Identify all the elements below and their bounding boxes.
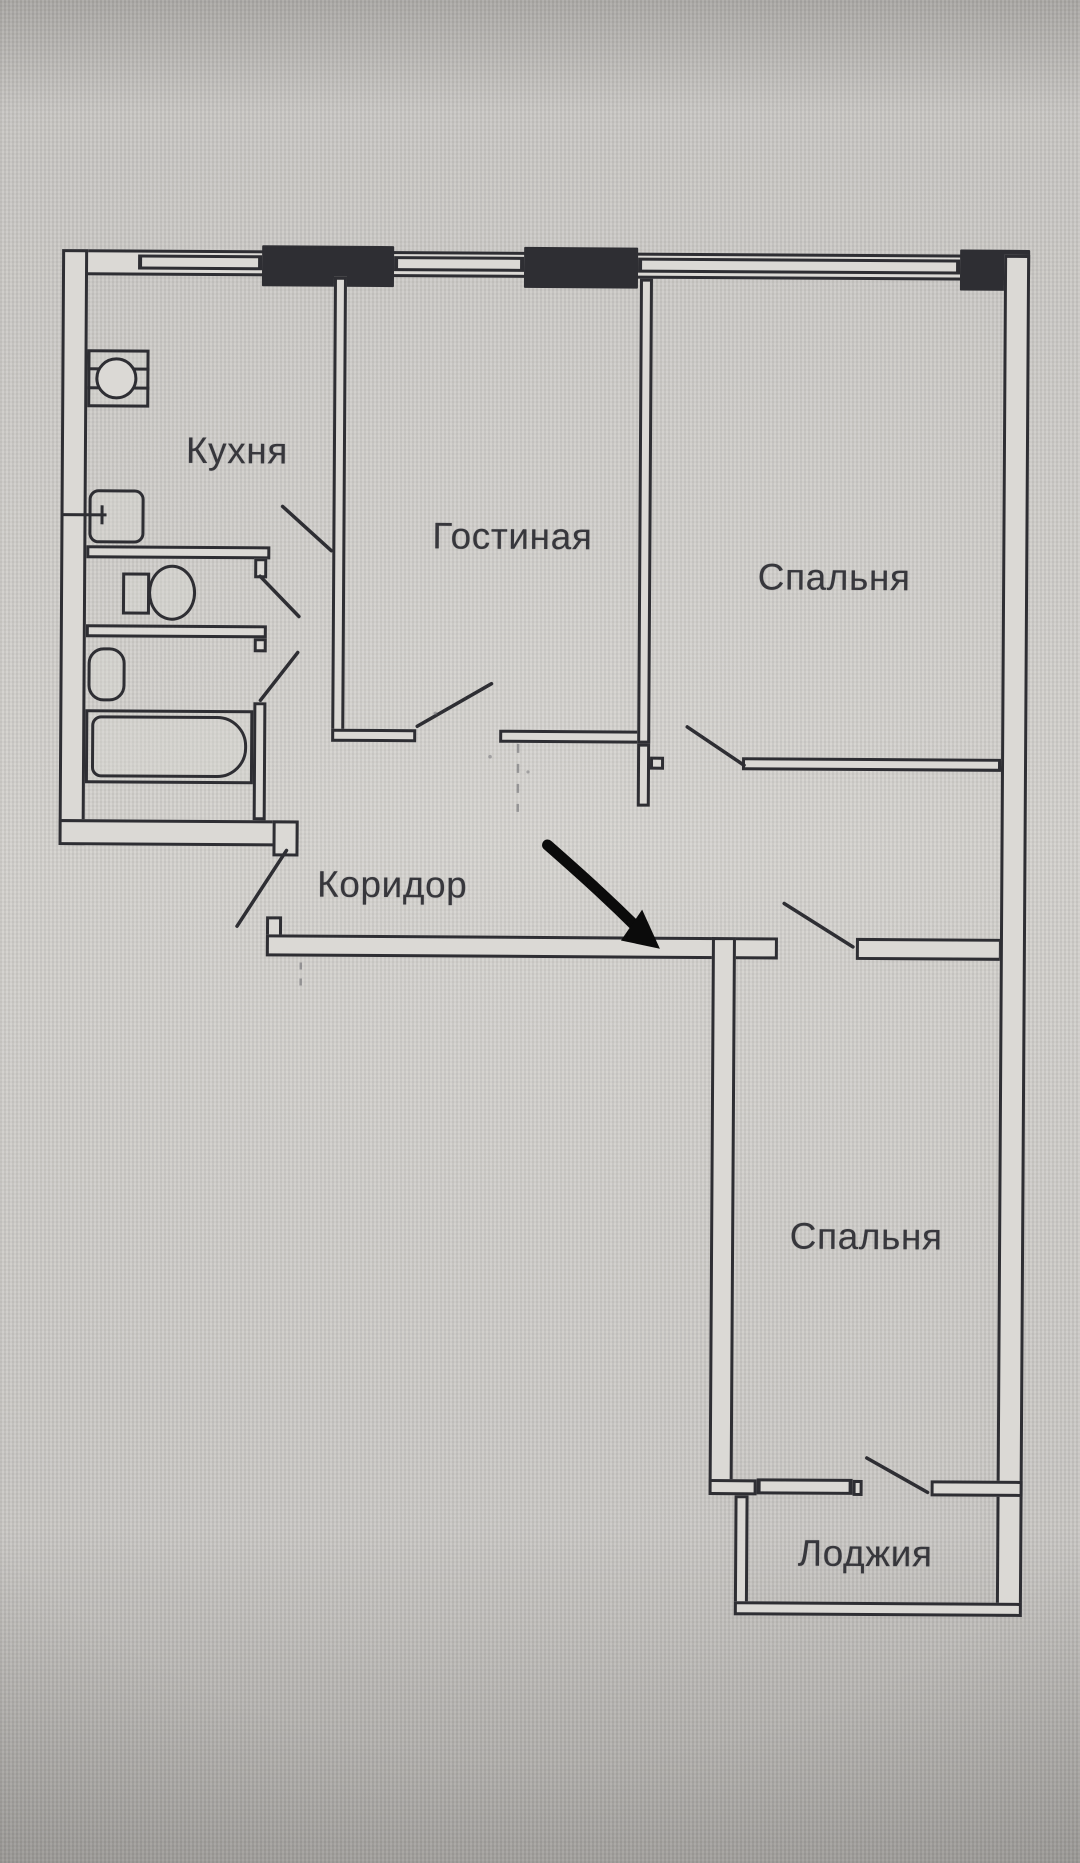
wall-kitchen-bottom xyxy=(86,545,271,560)
bathtub-icon xyxy=(90,715,248,779)
window-living-room xyxy=(394,256,525,272)
wall-living-bottom xyxy=(331,728,417,743)
photo-speck xyxy=(526,770,530,774)
outer-wall-bottom-left xyxy=(58,819,299,847)
wall-jog-stub xyxy=(636,743,651,807)
door-leaf-kitchen xyxy=(280,504,334,553)
wall-living-bedroom xyxy=(637,278,653,744)
bedroom-bottom-south-wall xyxy=(708,1479,757,1496)
toilet-icon xyxy=(121,572,151,615)
wall-bedroom-top-bottom xyxy=(741,757,1002,772)
wall-wc-bath-divider xyxy=(85,624,267,639)
door-leaf-wc xyxy=(258,574,301,619)
photo-speck xyxy=(488,754,492,759)
loggia-left-wall xyxy=(733,1495,749,1616)
outer-wall-left xyxy=(58,249,89,846)
room-label-bedroom-bottom: Спальня xyxy=(789,1215,943,1258)
corridor-bottom-wall xyxy=(855,937,1002,961)
room-label-loggia: Лоджия xyxy=(797,1532,933,1575)
hand-drawn-arrow-annotation xyxy=(542,839,660,949)
loggia-bottom-wall xyxy=(733,1601,1022,1617)
photo-speck xyxy=(433,711,438,716)
wall-bedroom-top-bottom xyxy=(649,756,665,770)
room-label-bedroom-top: Спальня xyxy=(757,556,911,599)
washbasin-icon xyxy=(87,647,126,702)
stove-burner-icon xyxy=(95,357,138,400)
wall-pier xyxy=(523,246,639,289)
window-loggia xyxy=(756,1478,853,1495)
door-leaf-living-room xyxy=(415,681,494,728)
window-bedroom-top xyxy=(638,257,961,275)
bedroom-bottom-south-wall xyxy=(930,1480,1023,1497)
wall-kitchen-living xyxy=(331,276,347,742)
room-label-corridor: Коридор xyxy=(316,863,468,906)
wall-living-bottom xyxy=(499,729,651,744)
room-label-kitchen: Кухня xyxy=(185,429,289,472)
wall-bath-right xyxy=(252,702,267,821)
window-kitchen xyxy=(138,254,263,271)
bedroom-bottom-left-wall xyxy=(708,937,736,1496)
room-label-living-room: Гостиная xyxy=(432,515,593,558)
door-leaf-entry xyxy=(235,848,289,928)
wall-bath-right-stub xyxy=(253,638,267,653)
door-leaf-bedroom-top xyxy=(685,725,746,767)
kitchen-sink-tap-icon xyxy=(100,505,104,525)
entry-step-wall xyxy=(272,820,299,857)
outer-wall-right xyxy=(995,254,1031,1617)
wall-wc-right-stub xyxy=(254,558,268,579)
wall-pier xyxy=(261,245,395,288)
bedroom-bottom-south-wall xyxy=(852,1479,863,1496)
kitchen-sink-icon xyxy=(88,489,145,544)
door-leaf-loggia xyxy=(865,1456,930,1495)
door-leaf-bathroom xyxy=(258,650,300,703)
toilet-icon xyxy=(147,564,197,621)
corridor-bottom-wall xyxy=(265,934,778,960)
door-leaf-bedroom-bottom xyxy=(782,901,855,949)
